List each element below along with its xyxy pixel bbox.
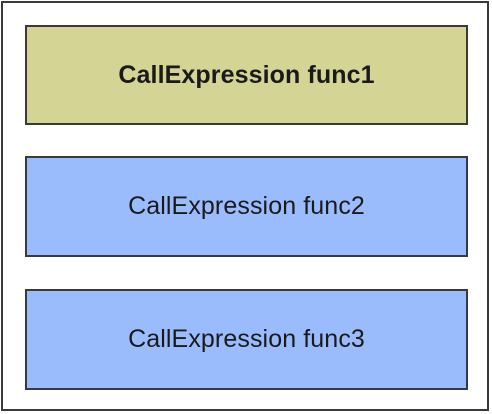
call-expression-func2-box: CallExpression func2 [25,156,468,257]
call-expression-func3-label: CallExpression func3 [128,325,365,353]
call-expression-func1-box: CallExpression func1 [25,25,468,125]
call-expression-func1-label: CallExpression func1 [118,60,375,89]
call-expression-func3-box: CallExpression func3 [25,289,468,390]
call-expression-func2-label: CallExpression func2 [128,192,365,220]
